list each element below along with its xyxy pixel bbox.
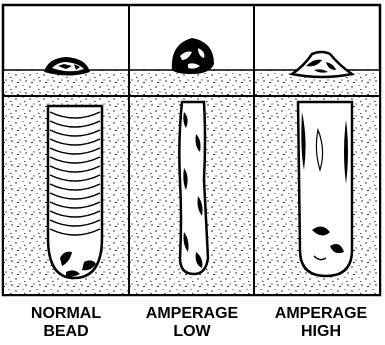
caption-normal-line2: BEAD <box>43 323 88 340</box>
normal-bead-top-view <box>48 106 102 278</box>
caption-low-line2: LOW <box>173 323 211 340</box>
caption-low-line1: AMPERAGE <box>146 305 239 322</box>
low-amperage-top-view <box>179 102 208 274</box>
low-amperage-cross-section <box>172 38 214 74</box>
caption-normal-line1: NORMAL <box>31 305 101 322</box>
caption-high-line2: HIGH <box>301 323 341 340</box>
normal-bead-cross-section <box>44 57 90 76</box>
high-amperage-top-view <box>298 102 352 276</box>
high-amperage-cross-section <box>292 52 352 77</box>
caption-high-line1: AMPERAGE <box>275 305 368 322</box>
